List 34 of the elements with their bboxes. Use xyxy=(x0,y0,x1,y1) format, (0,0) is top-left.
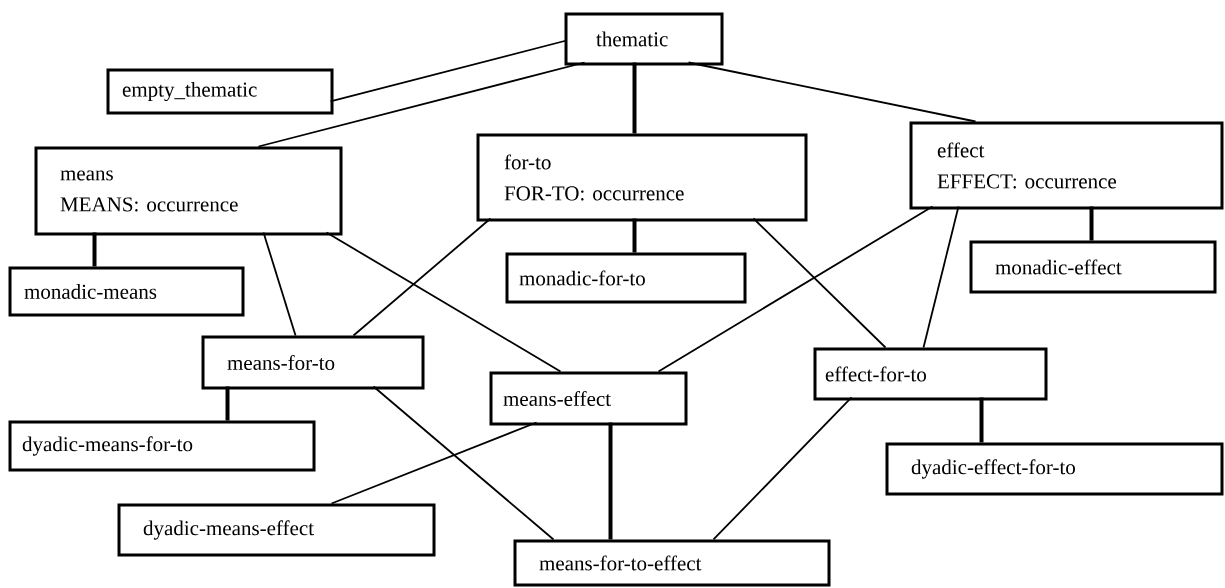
connector-line xyxy=(687,61,977,123)
connector-line xyxy=(330,421,538,505)
connector-line xyxy=(352,217,492,337)
concept-box: dyadic-means-for-to xyxy=(8,420,316,472)
connector-line xyxy=(262,231,297,337)
concept-box: means-for-to xyxy=(201,335,425,390)
concept-box: means MEANS: occurrence xyxy=(34,146,343,236)
connector-line xyxy=(712,396,853,541)
connector-line xyxy=(257,61,586,148)
connector-line xyxy=(657,205,934,373)
connector-line xyxy=(752,217,887,349)
concept-box: thematic xyxy=(564,12,724,66)
concept-box: monadic-means xyxy=(8,266,245,317)
concept-box: monadic-effect xyxy=(969,240,1217,294)
concept-box: monadic-for-to xyxy=(505,252,747,304)
concept-box: effect EFFECT: occurrence xyxy=(909,121,1224,210)
concept-box: dyadic-means-effect xyxy=(117,503,436,557)
concept-box: for-to FOR-TO: occurrence xyxy=(476,133,808,222)
connector-line xyxy=(922,205,960,349)
connector-line xyxy=(632,62,637,134)
connector-line xyxy=(632,218,637,253)
connector-line xyxy=(608,422,613,540)
connector-line xyxy=(325,231,562,373)
concept-box: effect-for-to xyxy=(813,347,1048,401)
connector-line xyxy=(979,397,984,443)
connector-line xyxy=(372,385,555,541)
connector-line xyxy=(329,39,568,103)
concept-box: dyadic-effect-for-to xyxy=(885,442,1224,496)
connector-line xyxy=(225,386,230,421)
concept-box: means-for-to-effect xyxy=(513,539,831,587)
concept-box: means-effect xyxy=(489,371,688,426)
connector-line xyxy=(92,232,97,267)
connector-line xyxy=(1089,206,1094,241)
concept-box: empty_thematic xyxy=(106,68,334,115)
